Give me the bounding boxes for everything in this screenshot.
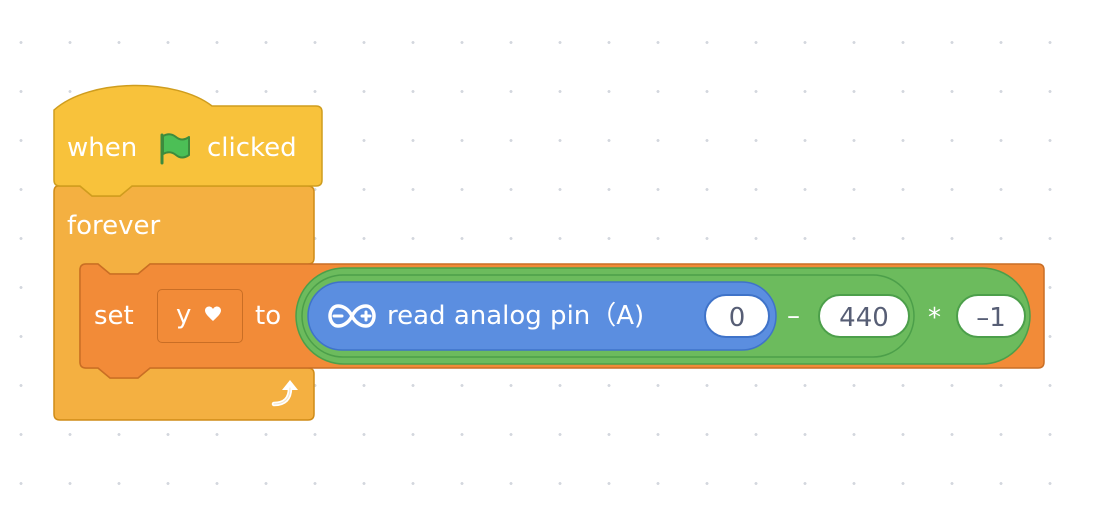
pin-number-input[interactable]: 0 bbox=[704, 294, 770, 338]
minus-operator-label: – bbox=[787, 301, 800, 331]
subtract-value-input[interactable]: 440 bbox=[818, 294, 910, 338]
variable-dropdown[interactable]: y bbox=[157, 289, 243, 343]
set-label: set bbox=[94, 301, 134, 331]
to-label: to bbox=[255, 301, 282, 331]
multiply-operator-label: * bbox=[928, 303, 941, 333]
clicked-label: clicked bbox=[207, 133, 297, 163]
green-flag-icon bbox=[160, 133, 190, 165]
loop-arrow-icon bbox=[271, 380, 298, 407]
variable-dropdown-value: y bbox=[176, 300, 192, 330]
arduino-infinity-icon bbox=[328, 304, 376, 328]
forever-label: forever bbox=[67, 211, 161, 241]
read-analog-pin-block[interactable] bbox=[307, 281, 777, 351]
when-label: when bbox=[67, 133, 138, 163]
read-analog-pin-label: read analog pin（A) bbox=[387, 301, 645, 331]
dropdown-arrow-icon bbox=[205, 306, 221, 321]
multiply-value-input[interactable]: –1 bbox=[956, 294, 1026, 338]
